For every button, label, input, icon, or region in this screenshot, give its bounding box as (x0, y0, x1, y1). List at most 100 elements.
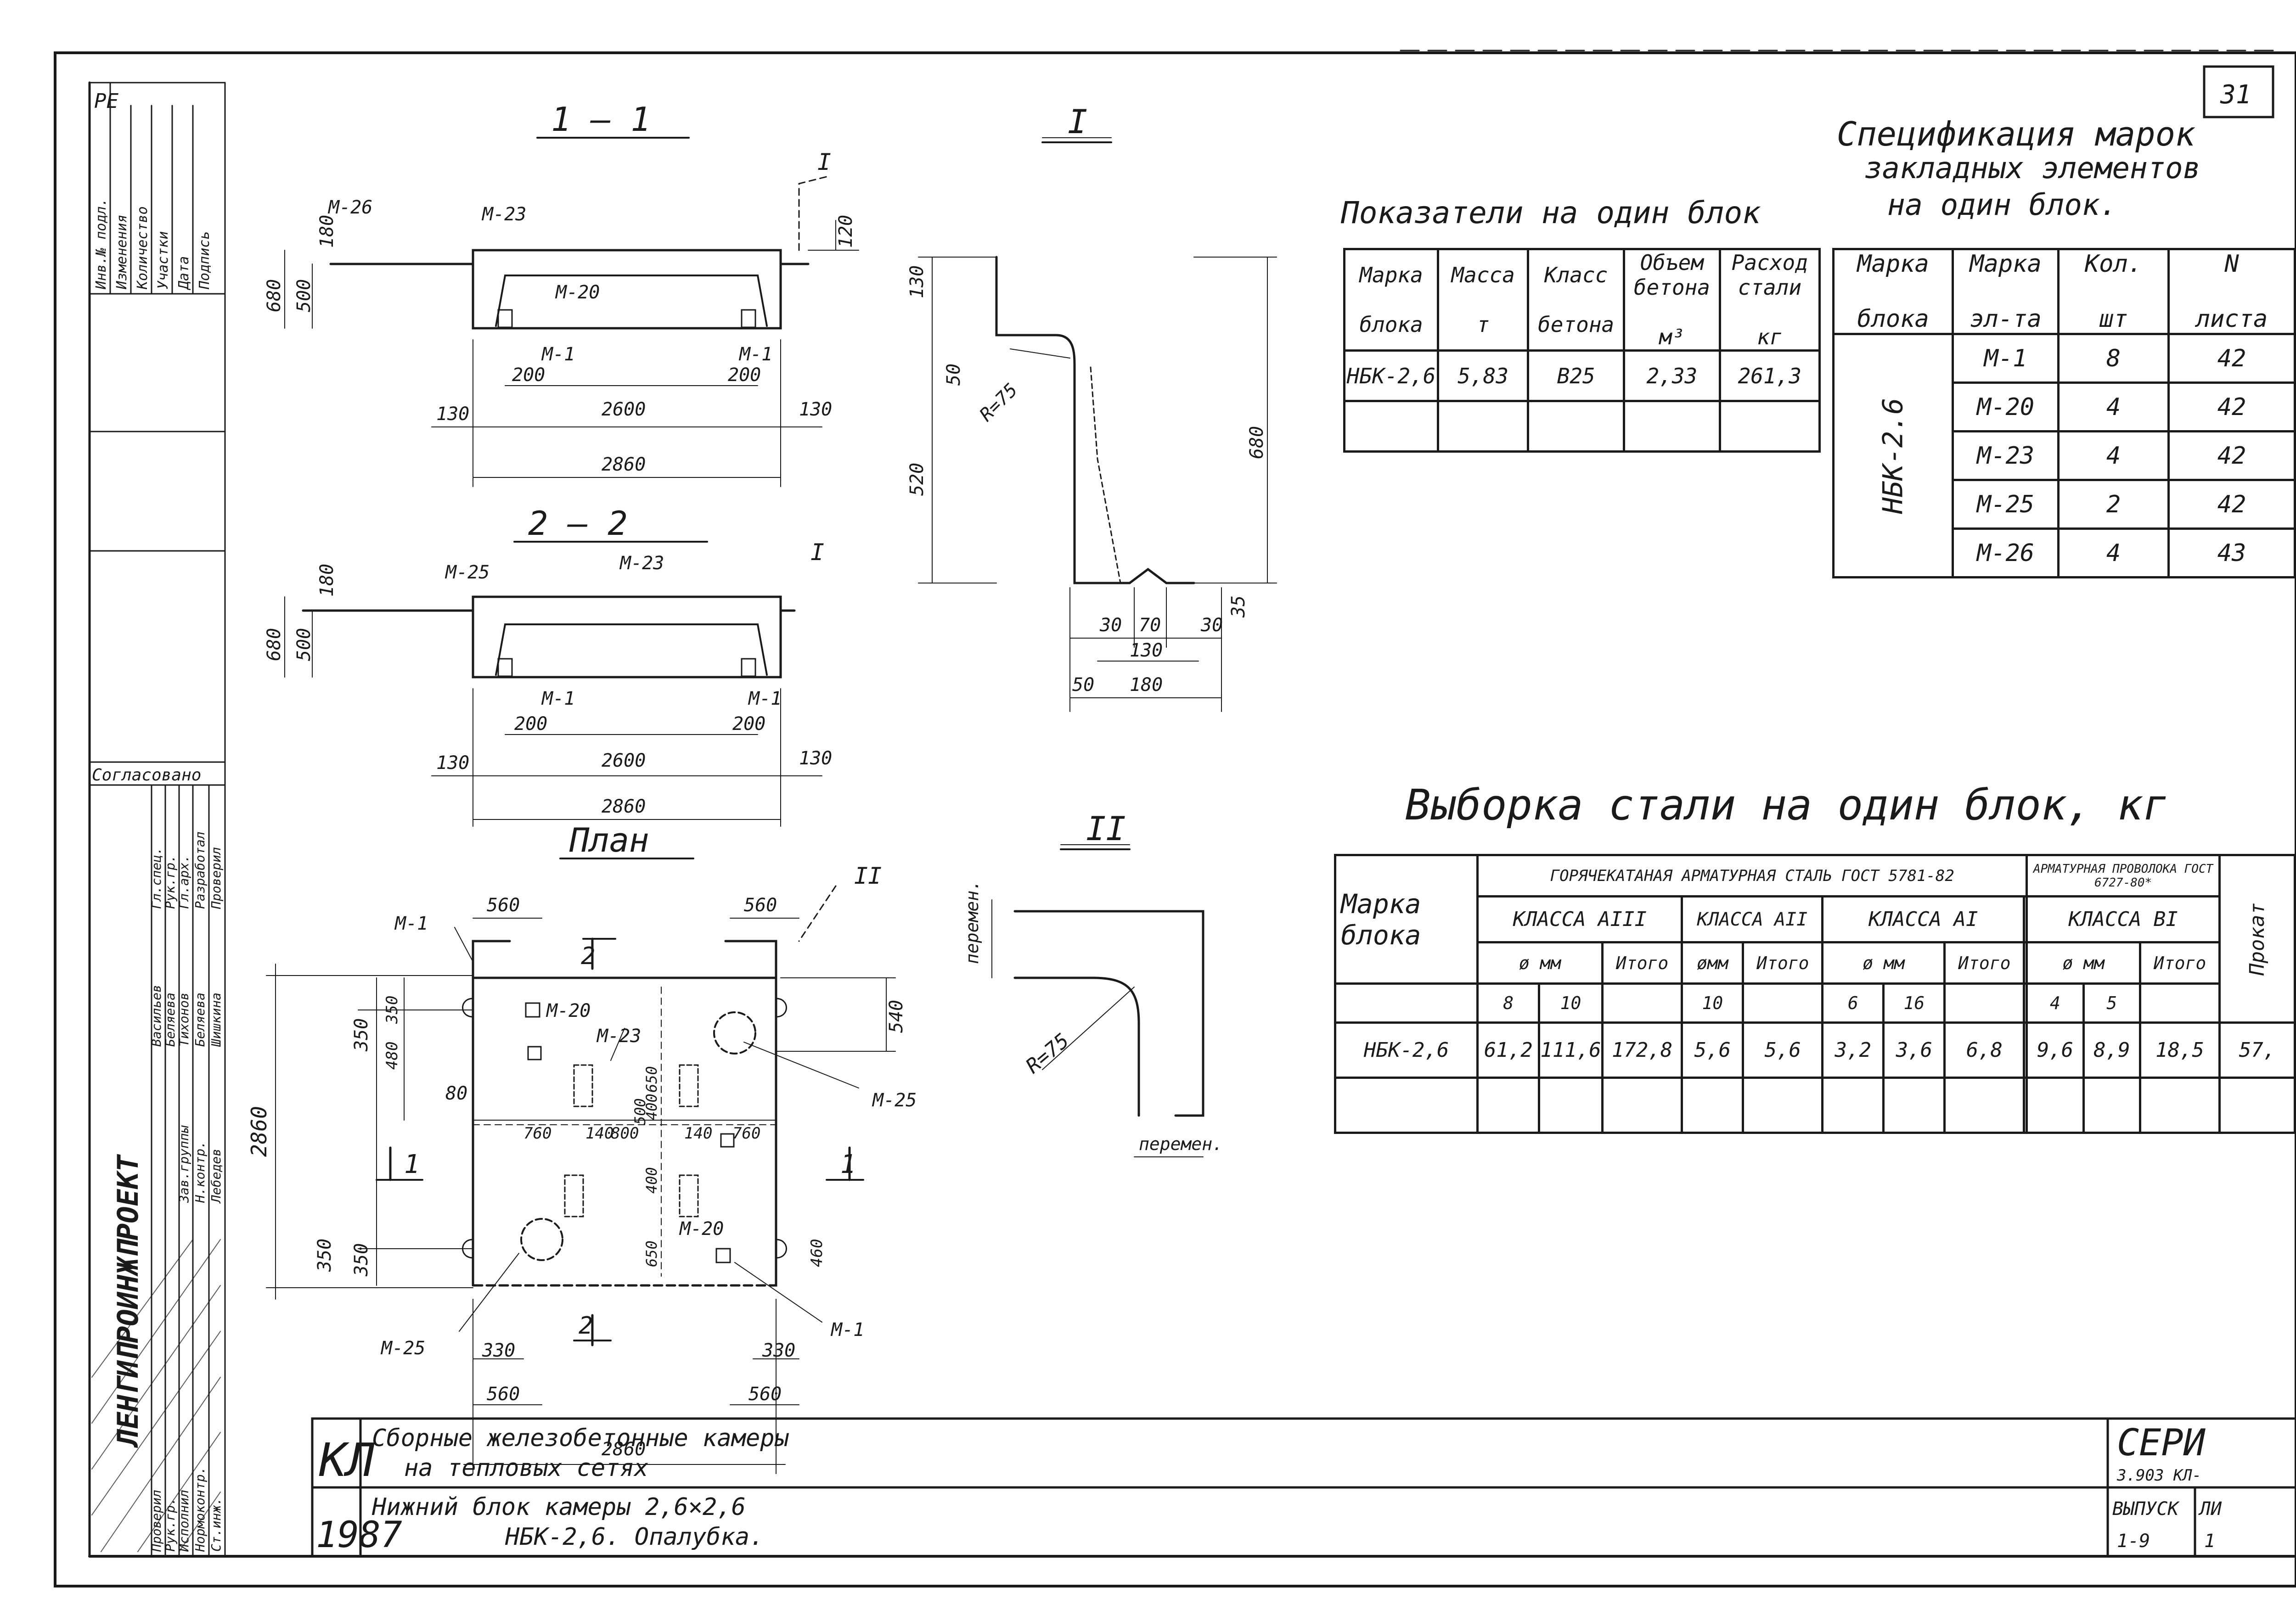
change-col-5: Подпись (197, 231, 213, 290)
p-m23: М-23 (596, 1026, 641, 1047)
s1-d120: 120 (835, 215, 856, 248)
s1-d180: 180 (316, 215, 338, 248)
p-sec2a: 2 (581, 942, 595, 970)
s1-ref: I (817, 149, 831, 175)
d1-d680: 680 (1246, 426, 1267, 459)
s1-m20: М-20 (555, 282, 600, 303)
steel-size: 6 (1821, 982, 1885, 1024)
plan-view (266, 858, 896, 1474)
title-series-num: 3.903 КЛ- (2116, 1466, 2201, 1485)
d1-d180: 180 (1130, 674, 1163, 696)
staff-role-3: Исполнил (176, 1490, 191, 1552)
section-1-title: 1 — 1 (551, 100, 651, 139)
d1-d30a: 30 (1099, 615, 1122, 636)
s2-m25: М-25 (445, 562, 490, 583)
title-line-1: Сборные железобетонные камеры (372, 1425, 789, 1452)
staff-name-4: Беляева (192, 993, 208, 1047)
title-kl: КЛ (319, 1433, 375, 1487)
sheet-frame (54, 51, 2296, 1587)
staff-name-2: Беляева (163, 993, 178, 1047)
p-d650a: 650 (643, 1066, 660, 1093)
plan-title: План (569, 821, 649, 859)
steel-cell: НБК-2,6 (1334, 1021, 1479, 1079)
d2-var2: перемен. (1139, 1134, 1223, 1154)
title-sheet-num: 1 (2204, 1531, 2215, 1552)
p-d760a: 760 (523, 1124, 551, 1143)
p-d560b: 560 (744, 895, 777, 916)
d2-var1: перемен. (962, 880, 982, 964)
p-d400a: 400 (643, 1094, 660, 1120)
staff-name-3: Тихонов (176, 993, 191, 1047)
p-m25a: М-25 (872, 1090, 917, 1111)
p-ref: II (854, 863, 882, 889)
s2-d130b: 130 (799, 748, 832, 769)
spec-cell: 4 (2057, 527, 2170, 578)
steel-h-total-a3: Итого (1601, 941, 1683, 985)
p-d650b: 650 (643, 1240, 660, 1267)
spec-h-qty: Кол.шт (2057, 248, 2170, 335)
s2-ref: I (810, 539, 824, 566)
s2-d2600: 2600 (602, 750, 646, 771)
steel-h-dia-b1: ø мм (2026, 941, 2142, 985)
s1-d2860: 2860 (602, 454, 646, 475)
s2-m1a: М-1 (541, 688, 575, 709)
steel-size: 8 (1476, 982, 1541, 1024)
spec-title-2: закладных элементов (1864, 151, 2201, 185)
steel-h-rolled: Прокат (2218, 854, 2296, 1024)
s2-m1b: М-1 (748, 688, 782, 709)
d1-d50b: 50 (1072, 674, 1094, 696)
steel-cell (2023, 1021, 2028, 1079)
steel-size: 5 (2082, 982, 2142, 1024)
steel-h-dia-a1: ø мм (1821, 941, 1946, 985)
s1-d200a: 200 (512, 365, 545, 386)
steel-cell: 61,2 (1476, 1021, 1541, 1079)
spec-cell: 2 (2057, 479, 2170, 530)
spec-title-1: Спецификация марок (1837, 115, 2195, 153)
staff-title-4: Разработал (192, 831, 208, 909)
s2-d500: 500 (293, 628, 315, 661)
p-m1a: М-1 (394, 913, 428, 934)
d2-r75: R=75 (1021, 1029, 1074, 1078)
s1-d200b: 200 (728, 365, 761, 386)
spec-block-cell: НБК-2.6 (1832, 333, 1954, 578)
indicators-title: Показатели на один блок (1341, 195, 1761, 230)
steel-cell: 172,8 (1601, 1021, 1683, 1079)
spec-cell: 42 (2167, 479, 2296, 530)
change-col-2: Количество (135, 206, 151, 290)
p-d540: 540 (886, 1000, 907, 1033)
staff-name-6: Лебедев (208, 1149, 224, 1204)
spec-cell: 4 (2057, 381, 2170, 432)
title-issue-num: 1-9 (2117, 1531, 2150, 1552)
spec-cell: М-20 (1952, 381, 2060, 432)
p-d500: 500 (631, 1098, 649, 1125)
s2-d200b: 200 (732, 713, 765, 735)
title-year: 1987 (316, 1514, 402, 1556)
s2-d180: 180 (316, 564, 338, 597)
ind-cell: 261,3 (1718, 349, 1821, 402)
spec-cell: М-1 (1952, 333, 2060, 384)
staff-role-5: Ст.инж. (208, 1498, 224, 1552)
spec-cell: 8 (2057, 333, 2170, 384)
p-d560c: 560 (487, 1384, 520, 1405)
staff-title-1: Гл.спец. (149, 847, 164, 909)
steel-h-spacer (2023, 895, 2028, 943)
steel-cell: 8,9 (2082, 1021, 2142, 1079)
staff-title-6: Н.контр. (192, 1141, 208, 1203)
spec-cell: М-23 (1952, 430, 2060, 481)
detail-ii (991, 844, 1204, 1157)
p-d350a: 350 (351, 1018, 372, 1052)
staff-name-5: Шишкина (208, 993, 224, 1047)
section-2-2 (284, 541, 822, 827)
p-sec2b: 2 (579, 1312, 593, 1340)
p-d140a: 140 (585, 1124, 613, 1143)
spec-cell: 42 (2167, 430, 2296, 481)
p-d350c: 350 (314, 1239, 335, 1272)
change-col-4: Дата (176, 256, 192, 291)
d1-d130b: 130 (1130, 640, 1163, 661)
s2-d200a: 200 (514, 713, 547, 735)
d1-d520: 520 (906, 463, 928, 496)
